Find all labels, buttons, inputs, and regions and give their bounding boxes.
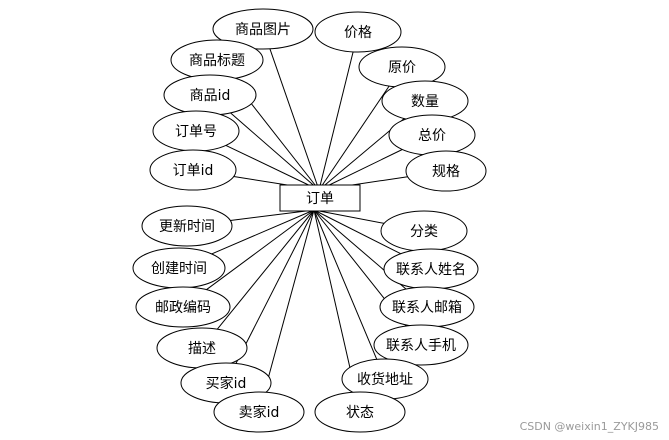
attribute-label: 收货地址	[357, 371, 413, 388]
attribute-node: 描述	[156, 327, 248, 369]
relationship-line	[318, 85, 390, 191]
attribute-label: 买家id	[206, 375, 247, 392]
attribute-node: 规格	[405, 150, 487, 192]
attribute-label: 邮政编码	[155, 300, 211, 316]
attribute-label: 联系人姓名	[396, 262, 466, 278]
attribute-ellipse	[213, 391, 305, 433]
relationship-line	[313, 209, 378, 360]
attribute-label: 更新时间	[159, 219, 215, 235]
attribute-label: 订单号	[175, 124, 217, 140]
attribute-label: 原价	[388, 60, 416, 76]
attribute-node: 联系人姓名	[383, 248, 479, 290]
entity-box: 订单	[279, 184, 361, 212]
relationship-line	[263, 209, 315, 393]
attribute-label: 总价	[418, 128, 446, 144]
attribute-label: 订单id	[173, 163, 214, 179]
attribute-label: 分类	[410, 224, 438, 240]
attribute-ellipse	[149, 149, 237, 191]
attribute-node: 价格	[314, 11, 402, 53]
attribute-label: 创建时间	[151, 261, 207, 277]
relationship-line	[230, 112, 320, 191]
attribute-label: 状态	[346, 405, 374, 421]
entity-rect	[279, 184, 361, 212]
attribute-node: 原价	[358, 46, 446, 88]
attribute-node: 数量	[381, 80, 469, 122]
entity-label: 订单	[306, 191, 334, 207]
relationship-line	[206, 209, 315, 291]
relationship-line	[269, 48, 320, 191]
attribute-label: 数量	[411, 94, 439, 110]
attribute-node: 商品id	[163, 74, 257, 116]
relationship-lines	[206, 48, 408, 393]
attribute-label: 卖家id	[239, 404, 280, 421]
watermark: CSDN @weixin1_ZYKJ985	[519, 420, 659, 433]
relationship-line	[216, 209, 315, 330]
relationship-line	[230, 209, 315, 221]
relationship-line	[211, 209, 315, 255]
attribute-label: 商品标题	[189, 53, 245, 69]
relationship-line	[313, 209, 385, 224]
attribute-ellipse	[141, 205, 233, 247]
attribute-label: 规格	[432, 164, 460, 180]
attribute-node: 创建时间	[132, 247, 226, 289]
attribute-ellipse	[314, 391, 406, 433]
attribute-label: 描述	[188, 341, 216, 357]
attribute-ellipse	[405, 150, 487, 192]
relationship-line	[318, 51, 354, 191]
attribute-label: 商品id	[190, 88, 231, 104]
attribute-node: 联系人手机	[373, 324, 469, 366]
relationship-line	[235, 209, 315, 364]
relationship-line	[313, 209, 356, 393]
relationship-line	[313, 209, 401, 255]
attribute-node: 联系人邮箱	[379, 286, 475, 328]
attribute-label: 联系人邮箱	[392, 300, 462, 316]
relationship-line	[318, 149, 403, 191]
attribute-ellipse	[135, 286, 231, 328]
attribute-node: 邮政编码	[135, 286, 231, 328]
attribute-node: 订单号	[152, 110, 240, 152]
attribute-node: 商品图片	[212, 8, 314, 50]
attribute-ellipse	[373, 324, 469, 366]
attribute-node: 总价	[388, 114, 476, 156]
attribute-node: 卖家id	[213, 391, 305, 433]
attribute-node: 订单id	[149, 149, 237, 191]
attribute-label: 价格	[344, 25, 372, 41]
attribute-node: 收货地址	[341, 358, 429, 400]
attribute-node: 更新时间	[141, 205, 233, 247]
attribute-label: 商品图片	[235, 22, 291, 38]
attribute-node: 分类	[380, 210, 468, 252]
attribute-node: 商品标题	[170, 39, 264, 81]
relationship-line	[225, 144, 320, 191]
attribute-label: 联系人手机	[386, 338, 456, 354]
attribute-node: 状态	[314, 391, 406, 433]
attribute-ellipse	[212, 8, 314, 50]
attribute-ellipse	[314, 11, 402, 53]
